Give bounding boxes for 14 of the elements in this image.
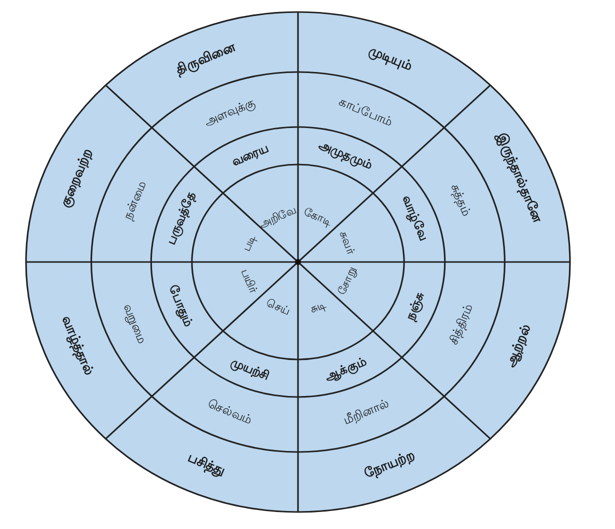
sector-word: படி [240,232,258,254]
sector-word: நஞ்சு [402,290,428,323]
sector-word: ஆற்றல் [503,322,535,370]
sector-word: பயிர் [238,266,260,295]
sector-word: செய் [264,296,292,318]
sector-word: பசித்து [185,450,228,480]
sector-word: சுத்தம் [448,181,474,218]
sector-word: வறுமை [120,302,150,346]
sector-word: முயற்சி [228,355,271,384]
sector-word: நன்மை [120,178,150,222]
sector-word: சுடி [308,298,328,316]
sector-word: முடியும் [366,42,414,75]
sector-word: வரைய [229,140,270,168]
sector-word: சுவர் [336,230,358,257]
